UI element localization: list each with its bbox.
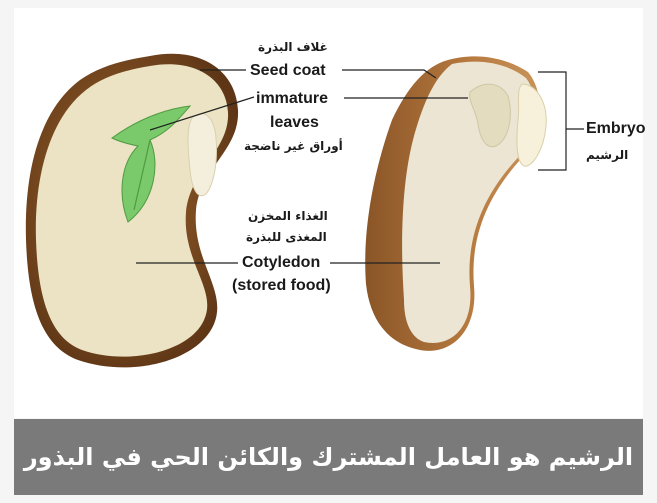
caption-bar: الرشيم هو العامل المشترك والكائن الحي في… xyxy=(14,419,643,495)
stored-food-label-ar-2: المغذى للبذرة xyxy=(246,230,327,244)
illustrated-seed xyxy=(26,54,238,368)
immature-leaves-label-line2: leaves xyxy=(270,114,319,132)
stored-food-label: (stored food) xyxy=(232,277,331,295)
real-embryo-tip xyxy=(517,84,546,166)
embryo-radicle xyxy=(188,114,217,196)
immature-leaves-label-line1: immature xyxy=(256,90,328,108)
cotyledon-label: Cotyledon xyxy=(242,254,320,272)
photo-seed xyxy=(365,56,546,350)
immature-leaves-label-ar: أوراق غير ناضجة xyxy=(244,139,343,153)
embryo-label: Embryo xyxy=(586,120,646,138)
seed-coat-label-ar: غلاف البذرة xyxy=(258,40,328,54)
stored-food-label-ar-1: الغذاء المخزن xyxy=(248,209,328,223)
caption-text: الرشيم هو العامل المشترك والكائن الحي في… xyxy=(24,443,633,471)
seed-coat-label: Seed coat xyxy=(250,62,326,80)
embryo-label-ar: الرشيم xyxy=(586,148,628,162)
